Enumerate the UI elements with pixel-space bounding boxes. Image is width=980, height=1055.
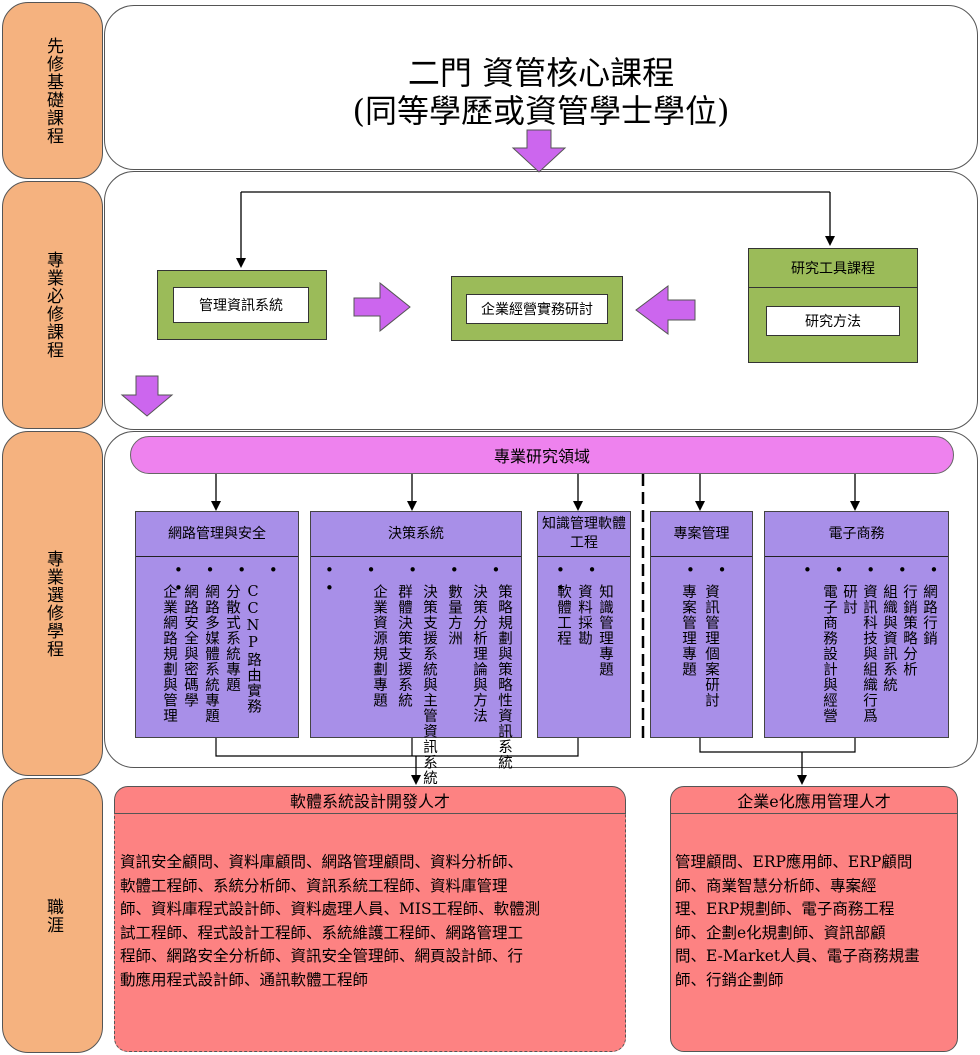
sidebar-required-label: 專業必修課程 xyxy=(43,251,63,359)
required-bracket-connector xyxy=(236,191,835,268)
career-line: 管理顧問、ERP應用師、ERP顧問 xyxy=(675,853,913,871)
course-item: 資訊管理個案研討 xyxy=(703,584,719,708)
sidebar-prereq-label: 先修基礎課程 xyxy=(43,36,63,145)
track-courses: 網路行銷 行銷策略分析 組織與資訊系統 資訊科技與組織行爲 研討 電子商務設計與… xyxy=(819,584,938,724)
track-arrows xyxy=(211,474,860,511)
track-courses: 策略規劃與策略性資訊系統 決策分析理論與方法 數量方洲 決策支援系統與主管資訊系… xyxy=(369,584,513,786)
track-header: 決策系統 xyxy=(311,512,521,557)
career-software-title: 軟體系統設計開發人才 xyxy=(114,786,626,814)
career-software-box xyxy=(114,796,626,1052)
course-item: 研討 xyxy=(841,584,857,615)
career-line: 資訊安全顧問、資料庫顧問、網路管理顧問、資料分析師、 xyxy=(120,853,524,871)
course-item: 策略規劃與策略性資訊系統 xyxy=(496,584,512,770)
course-item: 軟體工程 xyxy=(555,584,571,646)
career-enterprise-box xyxy=(670,796,958,1052)
course-item: 網路行銷 xyxy=(921,584,937,646)
career-software-list: 資訊安全顧問、資料庫顧問、網路管理顧問、資料分析師、 軟體工程師、系統分析師、資… xyxy=(120,851,620,992)
down-arrow-icon xyxy=(511,129,567,173)
career-line: 師、商業智慧分析師、專案經 xyxy=(675,876,877,895)
mis-box: 管理資訊系統 xyxy=(157,270,327,340)
research-tools-box: 研究工具課程 研究方法 xyxy=(748,248,918,363)
course-item: 電子商務設計與經營 xyxy=(821,584,837,724)
core-course-subtitle: (同等學歷或資管學士學位) xyxy=(352,92,730,130)
course-item: 企業資源規劃專題 xyxy=(371,584,387,708)
career-enterprise-list: 管理顧問、ERP應用師、ERP顧問 師、商業智慧分析師、專案經 理、ERP規劃師… xyxy=(675,851,955,992)
career-connectors xyxy=(215,738,856,785)
sidebar-required: 專業必修課程 xyxy=(2,181,103,429)
career-line: 問、E-Market人員、電子商務規畫 xyxy=(675,947,920,965)
career-line: 程師、網路安全分析師、資訊安全管理師、網頁設計師、行 xyxy=(120,947,524,965)
career-line: 動應用程式設計師、通訊軟體工程師 xyxy=(120,970,369,989)
research-tools-title: 研究工具課程 xyxy=(749,249,917,288)
track-dots: • • • • • xyxy=(174,561,287,597)
down-arrow-icon xyxy=(120,375,174,417)
sidebar-prereq: 先修基礎課程 xyxy=(2,2,103,179)
career-line: 師、資料庫程式設計師、資料處理人員、MIS工程師、軟體測 xyxy=(120,900,541,918)
research-method-course: 研究方法 xyxy=(766,306,900,336)
career-line: 理、ERP規劃師、電子商務工程 xyxy=(675,900,895,918)
left-arrow-icon xyxy=(635,285,696,335)
track-dots: • • • • • xyxy=(803,561,948,579)
core-course-title: 二門 資管核心課程 xyxy=(407,54,675,92)
track-project-management: 專案管理 • • 資訊管理個案研討 專案管理專題 xyxy=(650,511,753,738)
course-item: 數量方洲 xyxy=(446,584,462,646)
track-network-security: 網路管理與安全 • • • • • CCNP路由實務 分散式系統專題 網路多媒體… xyxy=(135,511,299,738)
career-line: 試工程師、程式設計工程師、系統維護工程師、網路管理工 xyxy=(120,923,524,942)
course-item: 行銷策略分析 xyxy=(901,584,917,677)
sidebar-elective-label: 專業選修學程 xyxy=(43,549,63,658)
track-header: 網路管理與安全 xyxy=(136,512,298,557)
course-item: 群體決策支援系統 xyxy=(396,584,412,708)
seminar-course: 企業經營實務研討 xyxy=(466,294,608,324)
course-item: 知識管理專題 xyxy=(597,584,613,677)
course-item: 決策支援系統與主管資訊系統 xyxy=(421,584,437,786)
course-item: 企業網路規劃與管理 xyxy=(161,584,177,724)
track-courses: CCNP路由實務 分散式系統專題 網路多媒體系統專題 網路安全與密碼學 企業網路… xyxy=(159,584,262,724)
track-header: 專案管理 xyxy=(651,512,752,557)
right-arrow-icon xyxy=(353,281,411,333)
course-item: 資訊科技與組織行爲 xyxy=(861,584,877,724)
course-item: 專案管理專題 xyxy=(680,584,696,677)
track-ecommerce: 電子商務 • • • • • 網路行銷 行銷策略分析 組織與資訊系統 資訊科技與… xyxy=(764,511,949,738)
course-item: 資料採勘 xyxy=(576,584,592,646)
mis-course: 管理資訊系統 xyxy=(173,287,309,323)
track-knowledge-software: 知識管理軟體工程 • • • 知識管理專題 資料採勘 軟體工程 xyxy=(537,511,631,738)
course-item: 決策分析理論與方法 xyxy=(471,584,487,724)
track-decision-systems: 決策系統 • • • • • • 策略規劃與策略性資訊系統 決策分析理論與方法 … xyxy=(310,511,522,786)
course-item: CCNP路由實務 xyxy=(245,584,261,714)
track-courses: 知識管理專題 資料採勘 軟體工程 xyxy=(553,584,614,677)
track-dots: • • • xyxy=(556,561,606,597)
career-line: 師、企劃e化規劃師、資訊部顧 xyxy=(675,923,886,942)
career-line: 師、行銷企劃師 xyxy=(675,970,784,989)
career-line: 軟體工程師、系統分析師、資訊系統工程師、資料庫管理 xyxy=(120,876,508,895)
sidebar-elective: 專業選修學程 xyxy=(2,431,103,776)
seminar-box: 企業經營實務研討 xyxy=(451,276,623,341)
career-enterprise-title: 企業e化應用管理人才 xyxy=(670,786,958,814)
research-area-bar: 專業研究領域 xyxy=(130,436,954,474)
course-item: 組織與資訊系統 xyxy=(881,584,897,693)
track-dots: • • xyxy=(686,561,736,579)
track-header: 知識管理軟體工程 xyxy=(538,512,630,557)
sidebar-career-label: 職涯 xyxy=(43,897,63,934)
sidebar-career: 職涯 xyxy=(2,778,103,1053)
track-header: 電子商務 xyxy=(765,512,948,557)
course-item: 網路多媒體系統專題 xyxy=(203,584,219,724)
track-dots: • • • • • • xyxy=(325,561,515,597)
track-courses: 資訊管理個案研討 專案管理專題 xyxy=(678,584,720,708)
course-item: 分散式系統專題 xyxy=(224,584,240,693)
course-item: 網路安全與密碼學 xyxy=(182,584,198,708)
